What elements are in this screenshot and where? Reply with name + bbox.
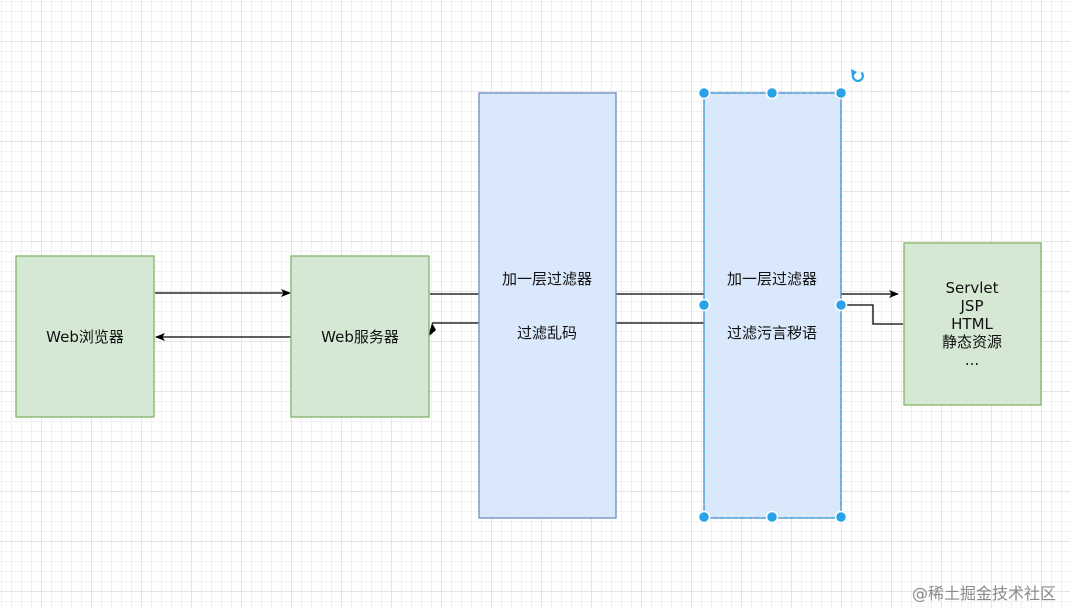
filter-garbled-title: 加一层过滤器: [502, 270, 592, 288]
resize-handle-middle-left[interactable]: [697, 298, 711, 312]
resize-handle-top-left[interactable]: [697, 86, 711, 100]
resource-html: HTML: [951, 315, 993, 333]
node-resources[interactable]: Servlet JSP HTML 静态资源 ...: [903, 242, 1042, 406]
resource-servlet: Servlet: [945, 279, 998, 297]
resize-handle-middle-right[interactable]: [834, 298, 848, 312]
filter-profanity-desc: 过滤污言秽语: [727, 324, 817, 342]
edge-resources-to-filter2[interactable]: [842, 304, 903, 325]
filter-profanity-title: 加一层过滤器: [727, 270, 817, 288]
node-filter-profanity[interactable]: 加一层过滤器 过滤污言秽语: [703, 92, 842, 519]
resize-handle-bottom-center[interactable]: [765, 510, 779, 524]
node-web-browser[interactable]: Web浏览器: [15, 255, 155, 418]
resize-handle-bottom-left[interactable]: [697, 510, 711, 524]
resource-jsp: JSP: [960, 297, 984, 315]
rotate-handle-icon[interactable]: [851, 69, 864, 82]
resize-handle-top-right[interactable]: [834, 86, 848, 100]
resource-static: 静态资源: [942, 333, 1002, 351]
edge-return-arrowhead: [428, 323, 436, 337]
resize-handle-bottom-right[interactable]: [834, 510, 848, 524]
node-web-server[interactable]: Web服务器: [290, 255, 430, 418]
resource-more: ...: [965, 351, 979, 369]
resize-handle-top-center[interactable]: [765, 86, 779, 100]
node-web-browser-label: Web浏览器: [46, 328, 124, 346]
filter-garbled-desc: 过滤乱码: [517, 324, 577, 342]
node-web-server-label: Web服务器: [321, 328, 399, 346]
watermark: @稀土掘金技术社区: [911, 584, 1056, 603]
node-filter-garbled[interactable]: 加一层过滤器 过滤乱码: [478, 92, 617, 519]
